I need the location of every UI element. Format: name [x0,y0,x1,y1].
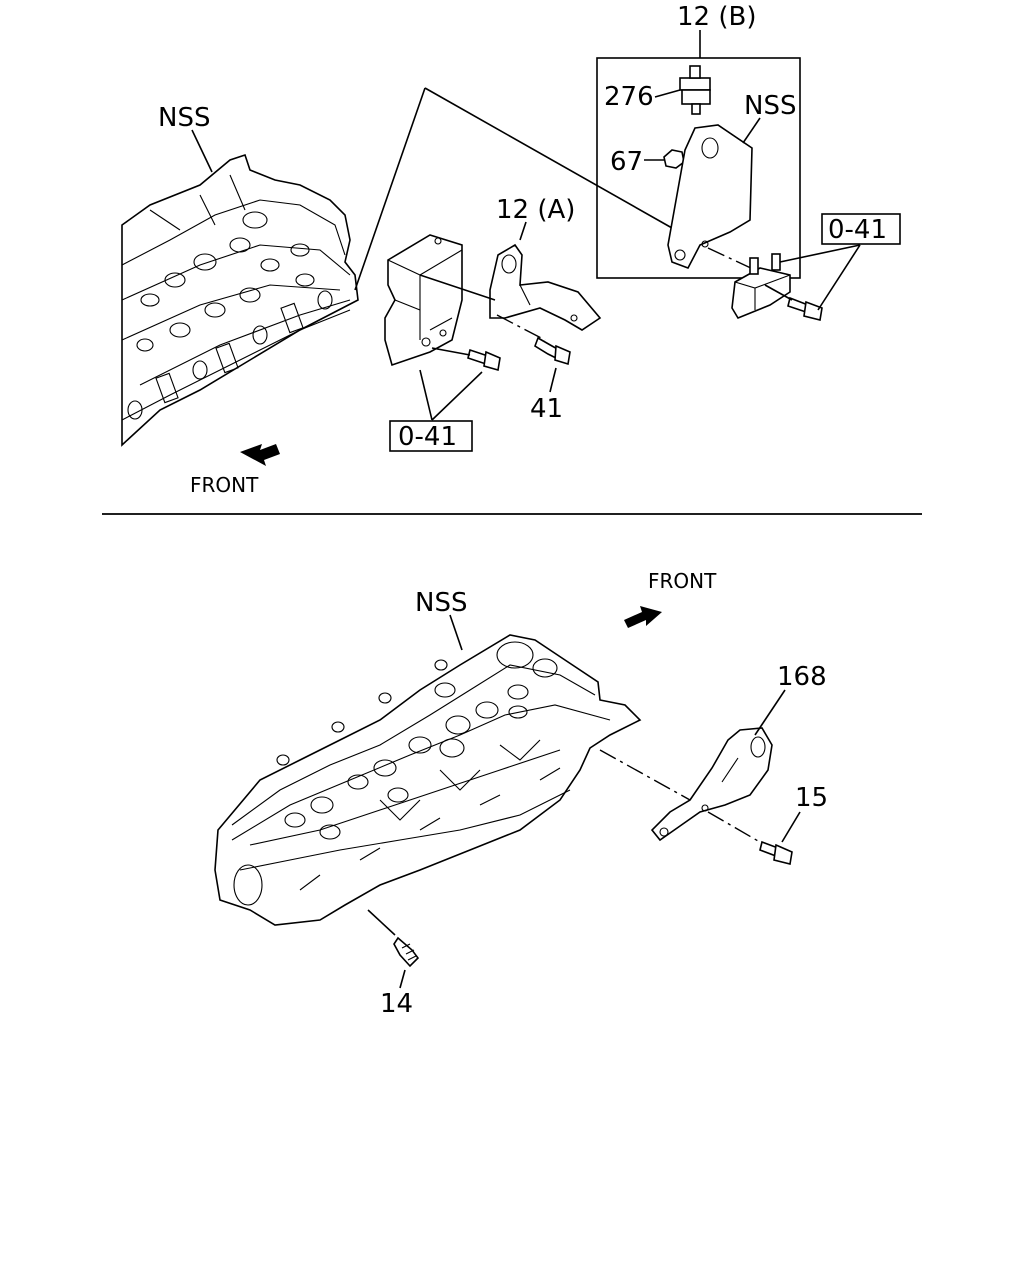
ref-box-right: 0-41 [828,215,887,245]
nut-67 [663,149,685,169]
stud-14 [393,936,420,968]
bracket-168 [650,727,773,842]
left-bolt [467,348,501,372]
lower-engine-label: NSS [415,588,467,618]
bracket-168-label: 168 [777,662,827,692]
bolt-15 [759,840,793,865]
upper-engine-label: NSS [158,103,210,133]
part-67-label: 67 [610,147,643,177]
bolt-41 [534,336,571,366]
right-mount [731,253,823,321]
stud-14-label: 14 [380,989,413,1019]
upper-view: NSS 12 (A) 41 [121,2,901,497]
bracket-12b [667,124,753,269]
ref-box-left: 0-41 [398,422,457,452]
part-276 [679,65,711,115]
bolt-41-label: 41 [530,394,563,424]
upper-cylinder-head [121,153,359,447]
bolt-15-label: 15 [795,783,828,813]
lower-front-arrow-icon [624,606,662,628]
bracket-12a [489,243,602,331]
lower-front-label: FRONT [648,569,717,593]
upper-front-arrow-icon [240,444,280,466]
bracket-12a-label: 12 (A) [496,195,575,225]
lower-cylinder-head [214,634,642,926]
upper-front-label: FRONT [190,473,259,497]
lower-view: NSS FRONT 168 15 14 [214,569,828,1019]
bracket-12b-label: 12 (B) [677,2,756,32]
bracket-12b-inset-box [596,57,801,279]
left-mount-bracket [384,234,463,367]
part-276-label: 276 [604,82,654,112]
bracket-12b-nss-label: NSS [744,91,796,121]
